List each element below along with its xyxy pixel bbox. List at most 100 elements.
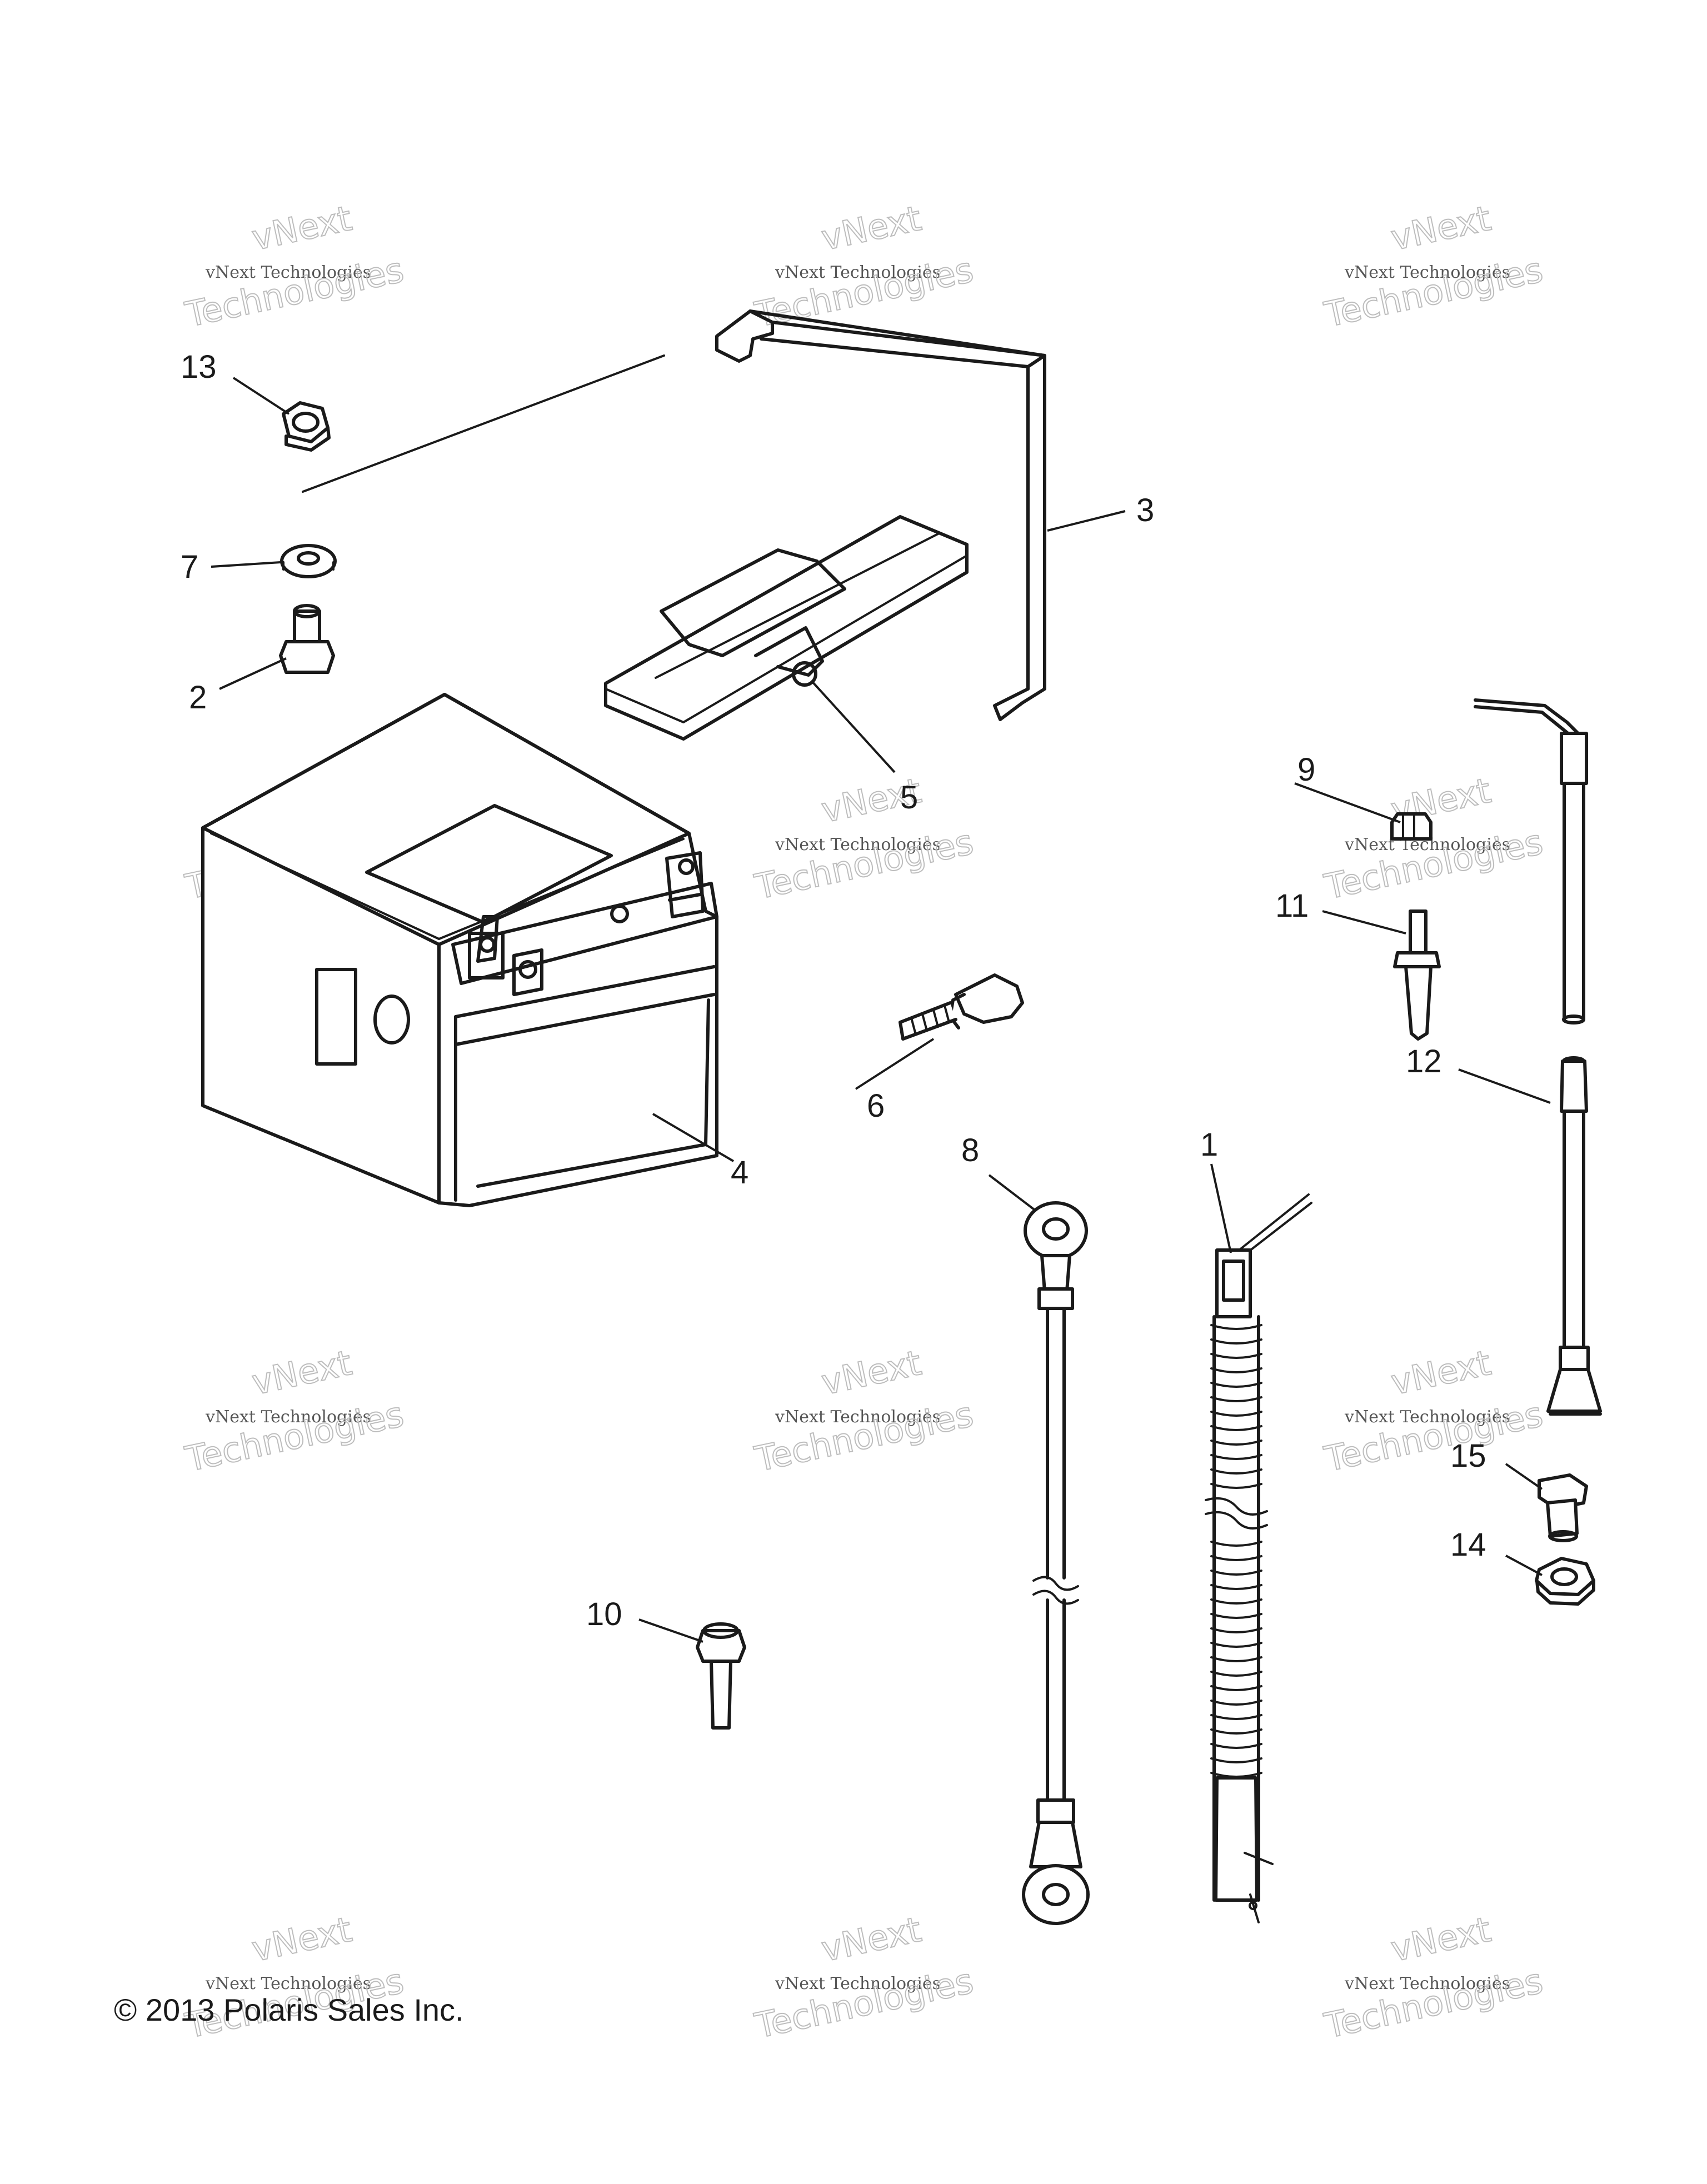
conduit-rib <box>1210 1757 1262 1763</box>
watermark-line-3: Technologies <box>1321 1394 1546 1480</box>
watermark-line-1: vNext <box>818 1909 925 1970</box>
watermark-line-2: vNext Technologies <box>1344 1407 1510 1427</box>
watermark-line-1: vNext <box>1387 198 1494 258</box>
conduit-rib <box>1210 1656 1262 1662</box>
copyright-notice: © 2013 Polaris Sales Inc. <box>114 1992 464 2027</box>
conduit-rib <box>1210 1468 1262 1475</box>
watermark-line-2: vNext Technologies <box>775 263 941 282</box>
flange-nut <box>282 401 331 452</box>
watermark-line-2: vNext Technologies <box>205 1407 371 1427</box>
leader-lines <box>211 377 1551 1643</box>
watermark-line-3: Technologies <box>182 1394 407 1480</box>
watermark-line-1: vNext <box>818 198 925 258</box>
conduit-rib <box>1210 1743 1262 1749</box>
conduit-rib <box>1210 1440 1262 1446</box>
battery <box>201 693 718 1207</box>
watermark-line-2: vNext Technologies <box>1344 263 1510 282</box>
watermark-line-2: vNext Technologies <box>775 1407 941 1427</box>
callout-7: 7 <box>181 549 198 585</box>
conduit-rib <box>1210 1382 1262 1388</box>
watermark-line-1: vNext <box>248 1909 355 1970</box>
callout-4: 4 <box>731 1155 748 1191</box>
pin-screw <box>1393 909 1441 1041</box>
conduit-rib <box>1210 1425 1262 1431</box>
callout-1: 1 <box>1200 1127 1218 1163</box>
callout-11: 11 <box>1275 888 1309 924</box>
conduit-rib <box>1210 1642 1262 1648</box>
callout-10: 10 <box>586 1596 622 1632</box>
conduit-ribs <box>1210 1324 1262 1778</box>
callout-6: 6 <box>867 1088 885 1124</box>
conduit-rib <box>1210 1613 1262 1619</box>
conduit-rib <box>1210 1324 1262 1330</box>
watermark-line-2: vNext Technologies <box>775 835 941 854</box>
conduit-rib <box>1210 1700 1262 1706</box>
bolt-short <box>279 604 335 674</box>
small-nut <box>1390 812 1433 841</box>
callout-2: 2 <box>189 679 207 716</box>
watermark-line-2: vNext Technologies <box>1344 1974 1510 1993</box>
conduit-rib <box>1210 1454 1262 1460</box>
flange-screw <box>899 973 1024 1041</box>
conduit-rib <box>1210 1728 1262 1735</box>
callout-12: 12 <box>1406 1043 1442 1079</box>
conduit-rib <box>1210 1714 1262 1720</box>
wire-harness <box>1205 1193 1312 1923</box>
watermark-line-2: vNext Technologies <box>205 263 371 282</box>
conduit-rib <box>1210 1598 1262 1605</box>
conduit-rib <box>1210 1627 1262 1633</box>
hex-nut <box>1535 1557 1595 1606</box>
watermark-line-1: vNext <box>248 198 355 258</box>
conduit-rib <box>1210 1396 1262 1402</box>
watermark-line-3: Technologies <box>751 822 977 907</box>
conduit-rib <box>1210 1338 1262 1345</box>
watermark-line-1: vNext <box>818 1342 925 1403</box>
callout-3: 3 <box>1136 492 1154 528</box>
conduit-rib <box>1210 1411 1262 1417</box>
conduit-rib <box>1210 1367 1262 1373</box>
ground-cable <box>1022 1201 1090 1925</box>
watermark-line-3: Technologies <box>182 249 407 335</box>
callout-8: 8 <box>961 1132 979 1168</box>
watermark-line-1: vNext <box>1387 1342 1494 1403</box>
watermark-line-1: vNext <box>1387 1909 1494 1970</box>
hold-down-bracket <box>715 309 1046 721</box>
conduit-rib <box>1210 1570 1262 1576</box>
battery-pad <box>604 515 969 741</box>
callout-14: 14 <box>1450 1527 1486 1563</box>
watermark-line-3: Technologies <box>751 1394 977 1480</box>
watermark-line-3: Technologies <box>1321 249 1546 335</box>
callout-5: 5 <box>900 779 918 816</box>
callout-9: 9 <box>1297 752 1315 788</box>
conduit-rib <box>1210 1541 1262 1547</box>
watermark-line-1: vNext <box>248 1342 355 1403</box>
watermark-line-3: Technologies <box>751 1961 977 2046</box>
conduit-rib <box>1210 1772 1262 1778</box>
positive-cable <box>1474 698 1602 1416</box>
bolt-long <box>696 1622 746 1730</box>
conduit-rib <box>1210 1671 1262 1677</box>
hex-bolt <box>1538 1473 1588 1542</box>
conduit-rib <box>1210 1685 1262 1691</box>
callout-labels: 13 7 2 3 5 6 4 9 11 12 8 1 10 15 14 <box>181 349 1486 1632</box>
callout-13: 13 <box>181 349 217 385</box>
watermark-line-2: vNext Technologies <box>775 1974 941 1993</box>
conduit-rib <box>1210 1555 1262 1561</box>
watermark-line-3: Technologies <box>1321 822 1546 907</box>
watermark-line-3: Technologies <box>1321 1961 1546 2046</box>
callout-15: 15 <box>1450 1438 1486 1474</box>
conduit-rib <box>1210 1353 1262 1359</box>
conduit-rib <box>1210 1584 1262 1590</box>
assembly-guide-line <box>302 354 665 493</box>
washer <box>280 544 337 578</box>
conduit-rib <box>1210 1483 1262 1489</box>
